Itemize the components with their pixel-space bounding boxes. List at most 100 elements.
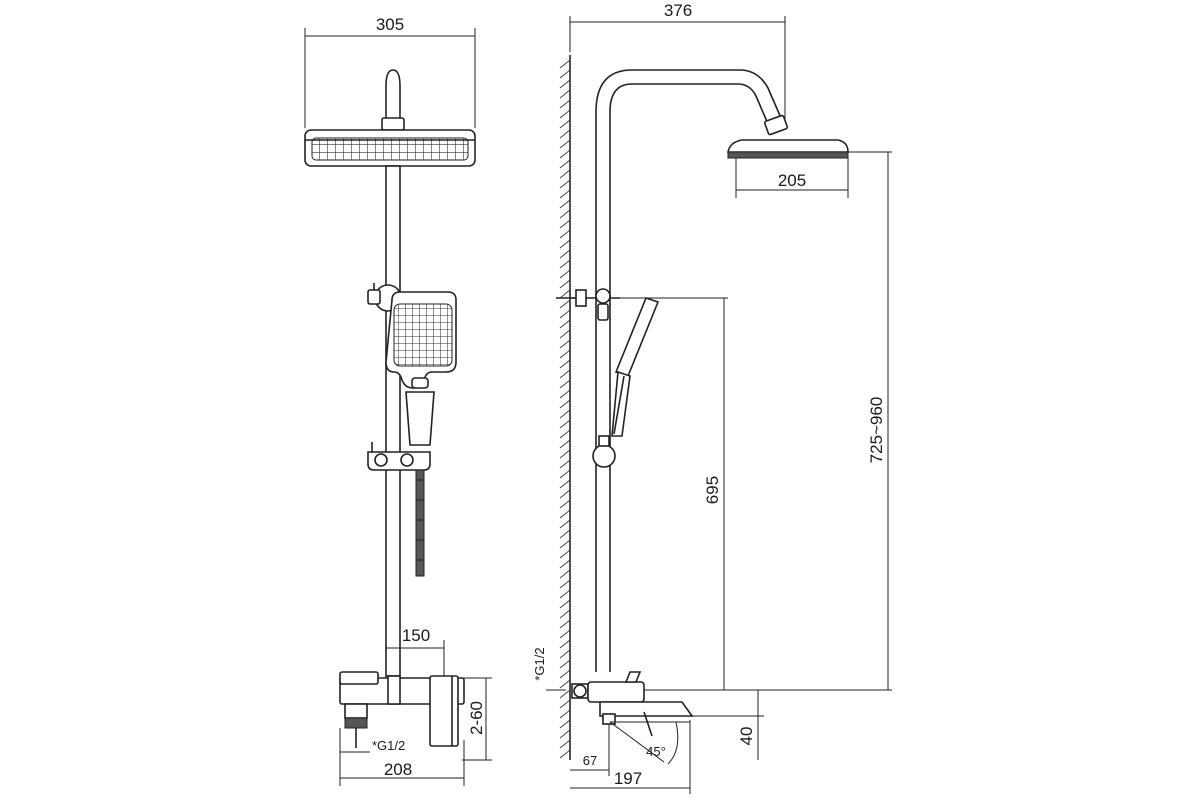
wall-hatch-line [559,219,571,229]
wall-hatch-line [559,249,571,259]
wall-hatch-line [559,459,571,469]
dim-angle: 45° [609,721,690,765]
wall-hatch-line [559,559,571,569]
wall-hatch-line [559,709,571,719]
wall-hatch-line [559,109,571,119]
wall-hatch-line [559,169,571,179]
dim-head-width-label: 305 [376,15,404,34]
wall-hatch-line [559,159,571,169]
wall-hatch-line [559,59,571,69]
wall-hatch-line [559,149,571,159]
riser-arm-side [595,69,789,672]
dim-inlet-spacing-label: 2-60 [467,701,486,735]
dim-connection-front-label: *G1/2 [372,738,405,753]
wall-hatch-line [559,379,571,389]
dim-connection-side: *G1/2 [532,647,566,691]
wall-hatch-line [559,449,571,459]
wall-hatch-line [559,419,571,429]
wall-hatch-line [559,489,571,499]
wall-hatch-line [559,239,571,249]
wall-hatch-line [559,319,571,329]
side-view: 376 205 [532,1,892,794]
wall-hatch-line [559,229,571,239]
dim-spout-reach-label: 197 [614,769,642,788]
wall-hatch-line [559,179,571,189]
dim-spout-base-label: 67 [583,753,597,768]
dim-spout-base: 67 [570,724,610,776]
wall-hatch-line [559,629,571,639]
front-view: 305 [304,15,492,786]
wall-hatch-line [559,139,571,149]
wall-hatch-line [559,619,571,629]
wall-hatch-line [559,479,571,489]
dim-spout-reach: 197 [570,720,691,794]
wall-hatch-line [559,719,571,729]
wall-hatch-line [559,439,571,449]
wall-hatch-line [559,89,571,99]
wall-hatch-line [559,339,571,349]
wall-hatch-line [559,509,571,519]
dim-head-height-range-label: 725~960 [867,397,886,464]
dim-mixer-width-label: 208 [384,760,412,779]
hand-shower [385,291,457,446]
wall-hatch-line [559,529,571,539]
dim-head-depth: 205 [735,158,849,198]
wall-hatch-line [559,79,571,89]
riser-pipe [385,165,401,677]
wall-hatch-line [559,349,571,359]
mixer-side [571,671,694,737]
slider-knob-side [592,435,616,468]
dim-total-depth: 376 [569,1,786,120]
overhead-shower-head-side [727,139,849,159]
wall-hatch-line [559,569,571,579]
dim-head-depth-label: 205 [778,171,806,190]
wall-hatch-line [559,699,571,709]
wall-hatch-line [559,329,571,339]
wall-hatch-line [559,129,571,139]
dim-inlet-spacing: 2-60 [462,677,492,761]
wall-hatch-line [559,189,571,199]
wall-hatch-line [559,299,571,309]
wall-hatch-line [559,399,571,409]
wall-hatch-line [559,749,571,759]
wall [559,55,571,760]
wall-hatch-line [559,499,571,509]
dim-head-height-range: 725~960 [867,152,889,690]
wall-hatch-line [559,309,571,319]
wall-hatch-line [559,469,571,479]
dim-spout-offset-label: 150 [402,626,430,645]
wall-hatch-line [559,389,571,399]
wall-hatch-line [559,739,571,749]
wall-hatch-line [559,119,571,129]
wall-hatch-line [559,199,571,209]
wall-hatch-line [559,649,571,659]
wall-hatch-line [559,609,571,619]
dim-total-depth-label: 376 [664,1,692,20]
wall-hatch-line [559,599,571,609]
dim-head-width: 305 [304,15,476,128]
wall-hatch-line [559,259,571,269]
wall-hatch-line [559,659,571,669]
wall-hatch-line [559,549,571,559]
wall-hatch-line [559,519,571,529]
wall-hatch-line [559,729,571,739]
dim-hand-shower-height: 695 [703,298,725,690]
wall-hatch-line [559,269,571,279]
wall-hatch-line [559,679,571,689]
dim-connection-front: *G1/2 [339,728,405,758]
wall-hatch-line [559,589,571,599]
dim-spout-height-label: 40 [737,727,756,746]
wall-hatch-line [559,359,571,369]
wall-bracket-side [556,288,620,321]
shower-arm [381,69,405,131]
wall-hatch-line [559,639,571,649]
wall-hatch-line [559,279,571,289]
wall-hatch-line [559,579,571,589]
overhead-shower-head [304,129,476,167]
mixer-body [339,671,465,748]
wall-hatch-line [559,669,571,679]
slider-holder [367,442,431,471]
wall-hatch-line [559,689,571,699]
dim-spout-height: 40 [690,690,764,760]
